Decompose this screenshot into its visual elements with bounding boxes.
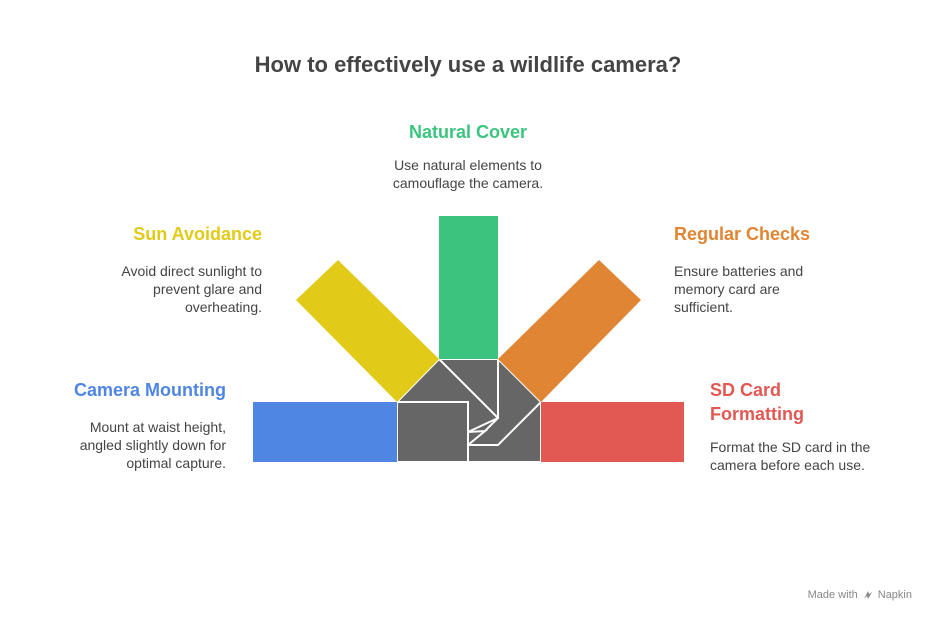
sd-card-bar <box>541 402 684 462</box>
sd-card-line: camera before each use. <box>710 457 865 473</box>
sun-avoidance-line: Avoid direct sunlight to <box>121 263 262 279</box>
napkin-brand: Napkin <box>877 589 912 601</box>
sd-card-line: Format the SD card in the <box>710 439 871 455</box>
camera-mounting-line: Mount at waist height, <box>89 419 226 435</box>
regular-checks-bar <box>498 260 641 402</box>
camera-mounting-bar <box>253 402 397 462</box>
sd-card-heading-line: SD Card <box>710 380 782 400</box>
regular-checks-line: memory card are <box>674 281 780 297</box>
sun-avoidance-line: overheating. <box>184 299 262 315</box>
natural-cover-bar <box>439 216 498 359</box>
made-with-napkin-footer[interactable]: Made with Napkin <box>808 589 912 601</box>
natural-cover-heading: Natural Cover <box>408 122 528 142</box>
camera-mounting-description: Mount at waist height, angled slightly d… <box>26 418 226 472</box>
diagram-title: How to effectively use a wildlife camera… <box>254 52 682 77</box>
sun-avoidance-bar <box>296 260 439 402</box>
sd-card-heading-line: Formatting <box>710 404 804 424</box>
sun-avoidance-heading: Sun Avoidance <box>133 224 262 244</box>
sun-avoidance-description: Avoid direct sunlight to prevent glare a… <box>62 262 262 316</box>
camera-mounting-line: optimal capture. <box>126 455 226 471</box>
natural-cover-description: Use natural elements to camouflage the c… <box>348 156 588 192</box>
regular-checks-line: Ensure batteries and <box>674 263 804 279</box>
sun-avoidance-line: prevent glare and <box>153 281 262 297</box>
sd-card-description: Format the SD card in the camera before … <box>710 438 910 474</box>
camera-mounting-line: angled slightly down for <box>79 437 226 453</box>
natural-cover-line: camouflage the camera. <box>392 175 544 191</box>
aperture-blades <box>397 358 542 462</box>
camera-mounting-heading: Camera Mounting <box>73 380 226 400</box>
made-with-label: Made with <box>807 589 858 601</box>
napkin-icon <box>863 591 872 599</box>
regular-checks-line: sufficient. <box>674 299 733 315</box>
sd-card-heading: SD Card Formatting <box>710 378 910 426</box>
regular-checks-heading: Regular Checks <box>674 224 811 244</box>
natural-cover-line: Use natural elements to <box>394 157 542 173</box>
regular-checks-description: Ensure batteries and memory card are suf… <box>674 262 874 316</box>
